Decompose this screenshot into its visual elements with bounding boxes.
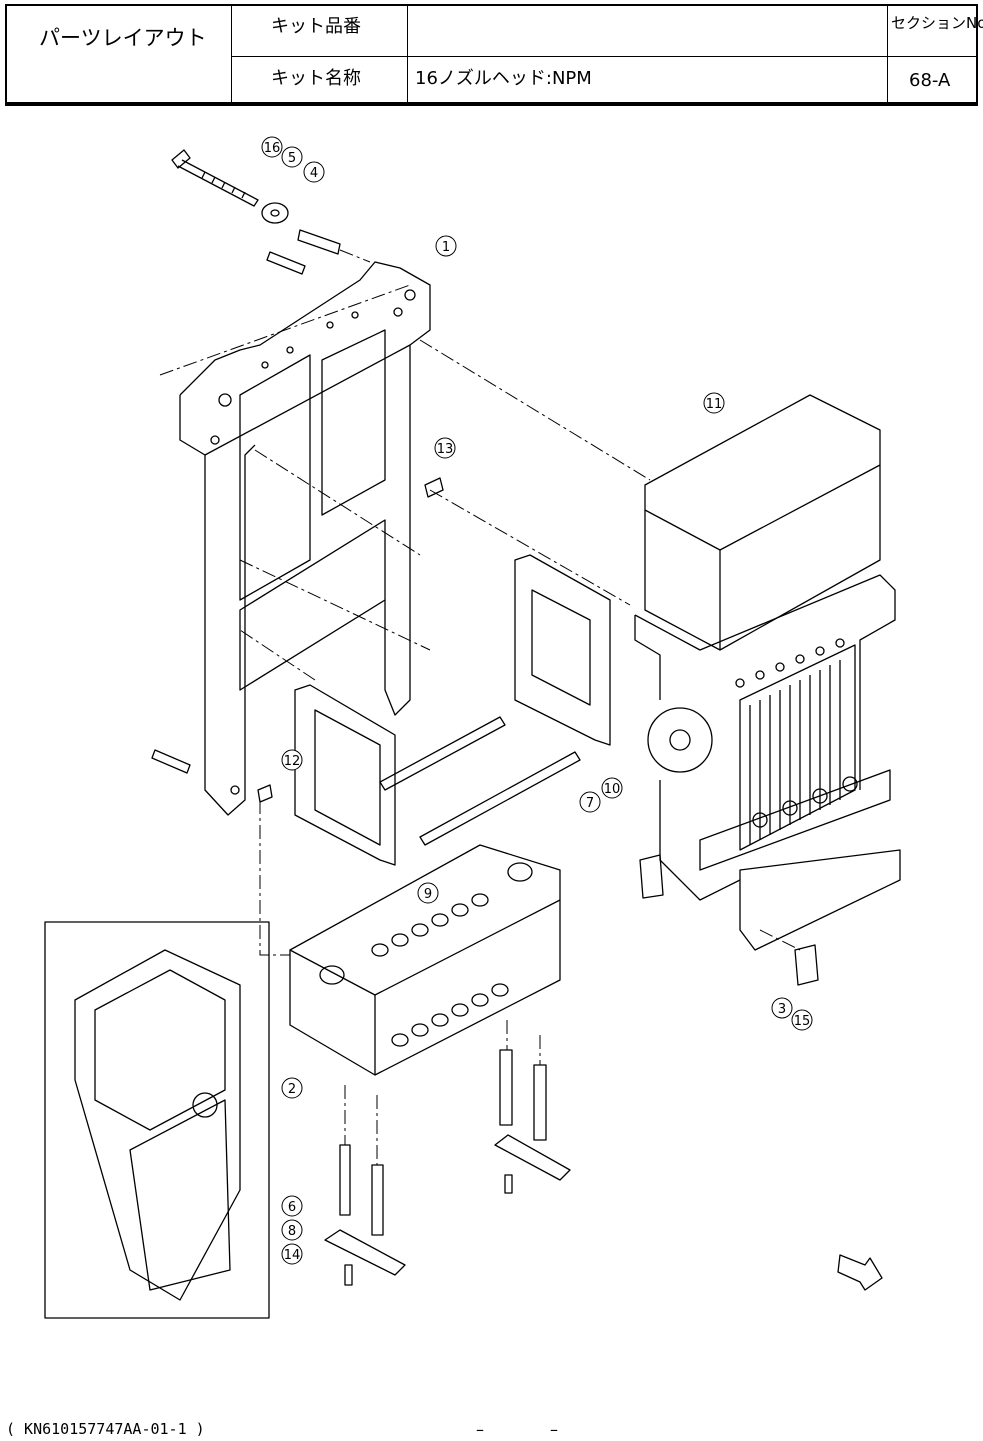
washer-5	[262, 203, 288, 223]
svg-text:8: 8	[288, 1224, 296, 1239]
callout-3: 3	[772, 998, 792, 1018]
svg-text:12: 12	[284, 754, 301, 769]
svg-text:1: 1	[442, 240, 450, 255]
callout-13: 13	[435, 438, 455, 458]
shaft-7	[380, 717, 505, 790]
svg-text:13: 13	[437, 442, 454, 457]
clip-3	[795, 945, 818, 985]
bolt-16	[172, 150, 258, 206]
svg-text:10: 10	[604, 782, 621, 797]
screw-14	[345, 1265, 352, 1285]
inset-assembly-view	[45, 922, 269, 1318]
frame-1	[180, 262, 430, 815]
callout-14: 14	[282, 1244, 302, 1264]
page-dash-right: –	[550, 1420, 558, 1439]
callout-10: 10	[602, 778, 622, 798]
callout-1: 1	[436, 236, 456, 256]
base-block-2	[290, 845, 560, 1075]
callout-16: 16	[262, 137, 282, 157]
pin-12	[258, 785, 272, 802]
svg-text:15: 15	[794, 1014, 811, 1029]
plate-8	[325, 1230, 405, 1275]
callout-7: 7	[580, 792, 600, 812]
svg-text:9: 9	[424, 887, 432, 902]
direction-arrow-icon	[838, 1255, 882, 1290]
svg-text:11: 11	[706, 397, 723, 412]
callout-12: 12	[282, 750, 302, 770]
svg-text:4: 4	[310, 166, 318, 181]
page-dash-left: –	[476, 1420, 484, 1439]
svg-text:2: 2	[288, 1082, 296, 1097]
svg-text:3: 3	[778, 1002, 786, 1017]
post-6	[340, 1145, 350, 1215]
callout-8: 8	[282, 1220, 302, 1240]
callout-15: 15	[792, 1010, 812, 1030]
callout-2: 2	[282, 1078, 302, 1098]
bracket-10	[515, 555, 610, 745]
callout-5: 5	[282, 147, 302, 167]
callout-6: 6	[282, 1196, 302, 1216]
callout-9: 9	[418, 883, 438, 903]
screw	[267, 252, 305, 274]
svg-text:7: 7	[586, 796, 594, 811]
svg-text:6: 6	[288, 1200, 296, 1215]
svg-text:5: 5	[288, 151, 296, 166]
pin-13	[425, 478, 443, 497]
callout-11: 11	[704, 393, 724, 413]
svg-text:14: 14	[284, 1248, 301, 1263]
svg-text:16: 16	[264, 141, 281, 156]
callout-4: 4	[304, 162, 324, 182]
document-id: ( KN610157747AA-01-1 )	[6, 1420, 205, 1438]
head-unit-11	[635, 395, 900, 950]
spacer-4	[298, 230, 340, 254]
